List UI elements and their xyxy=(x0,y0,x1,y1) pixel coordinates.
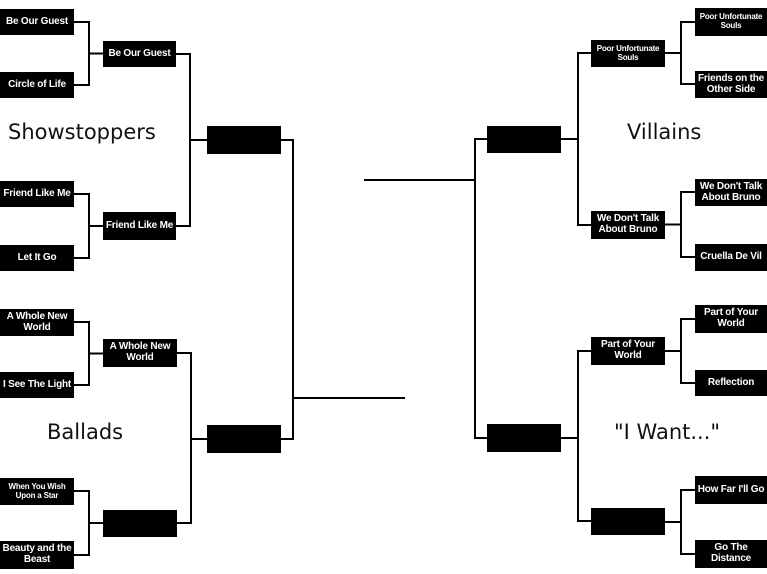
connector-ballads-r2 xyxy=(177,352,207,524)
region-title-villains: Villains xyxy=(627,120,702,144)
region-title-ballads: Ballads xyxy=(47,420,124,444)
slot-ballads-r2-1: A Whole New World xyxy=(103,339,177,367)
slot-villains-r2-2: We Don't Talk About Bruno xyxy=(591,211,665,239)
slot-iwant-r1-4: Go The Distance xyxy=(695,540,767,568)
slot-showstoppers-r1-2: Circle of Life xyxy=(0,72,74,98)
slot-iwant-winner xyxy=(487,424,561,452)
slot-iwant-r1-3: How Far I'll Go xyxy=(695,476,767,504)
slot-showstoppers-r1-4: Let It Go xyxy=(0,245,74,271)
connector-showstoppers-r1-top xyxy=(74,21,103,86)
slot-ballads-r1-2: I See The Light xyxy=(0,372,74,398)
region-title-showstoppers: Showstoppers xyxy=(8,120,156,144)
slot-showstoppers-winner xyxy=(207,126,281,154)
slot-villains-r2-1: Poor Unfortunate Souls xyxy=(591,40,665,67)
slot-showstoppers-r1-3: Friend Like Me xyxy=(0,181,74,207)
slot-showstoppers-r2-2: Friend Like Me xyxy=(103,212,176,240)
connector-villains-r2 xyxy=(561,52,591,226)
connector-iwant-r1-top xyxy=(665,318,695,384)
slot-ballads-r1-4: Beauty and the Beast xyxy=(0,541,74,569)
connector-right-semifinal xyxy=(364,138,487,439)
connector-ballads-r1-bottom xyxy=(74,490,103,556)
slot-villains-r1-3: We Don't Talk About Bruno xyxy=(695,179,767,206)
connector-iwant-r2 xyxy=(561,350,591,522)
slot-iwant-r1-2: Reflection xyxy=(695,370,767,396)
slot-villains-r1-2: Friends on the Other Side xyxy=(695,71,767,98)
slot-ballads-r1-3: When You Wish Upon a Star xyxy=(0,478,74,505)
slot-iwant-r1-1: Part of Your World xyxy=(695,305,767,333)
slot-villains-r1-4: Cruella De Vil xyxy=(695,244,767,271)
connector-left-semifinal xyxy=(281,139,405,440)
connector-villains-r1-top xyxy=(665,21,695,85)
region-title-i-want: "I Want..." xyxy=(614,420,721,444)
slot-iwant-r2-2 xyxy=(591,508,665,535)
slot-ballads-r2-2 xyxy=(103,510,177,537)
connector-showstoppers-r1-bottom xyxy=(74,193,103,259)
slot-showstoppers-r2-1: Be Our Guest xyxy=(103,41,176,67)
slot-villains-r1-1: Poor Unfortunate Souls xyxy=(695,8,767,36)
slot-iwant-r2-1: Part of Your World xyxy=(591,337,665,365)
slot-ballads-r1-1: A Whole New World xyxy=(0,309,74,336)
connector-ballads-r1-top xyxy=(74,321,103,386)
connector-showstoppers-r2 xyxy=(176,53,207,227)
connector-villains-r1-bottom xyxy=(665,191,695,258)
slot-ballads-winner xyxy=(207,425,281,453)
connector-iwant-r1-bottom xyxy=(665,489,695,555)
slot-showstoppers-r1-1: Be Our Guest xyxy=(0,9,74,35)
slot-villains-winner xyxy=(487,126,561,153)
